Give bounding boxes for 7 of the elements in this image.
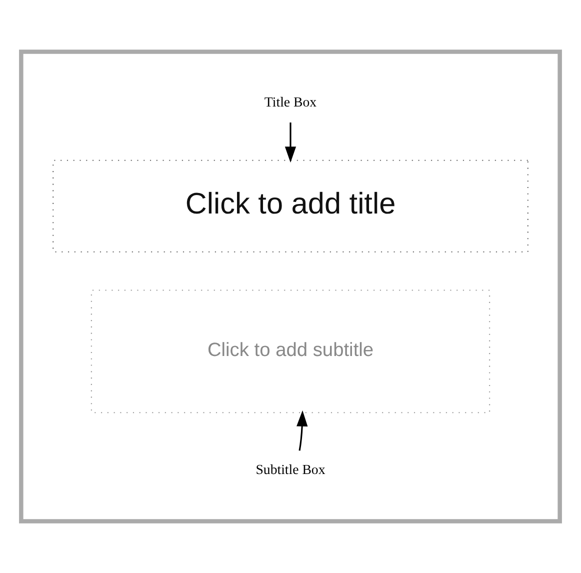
- node-text: Title Box: [264, 94, 317, 110]
- node-box: Click to add subtitle: [90, 290, 490, 414]
- arrow: [284, 122, 296, 163]
- cluster: [19, 50, 562, 524]
- node-box: Click to add title: [52, 160, 528, 252]
- arrow: [296, 410, 308, 451]
- node-text: Subtitle Box: [256, 462, 326, 477]
